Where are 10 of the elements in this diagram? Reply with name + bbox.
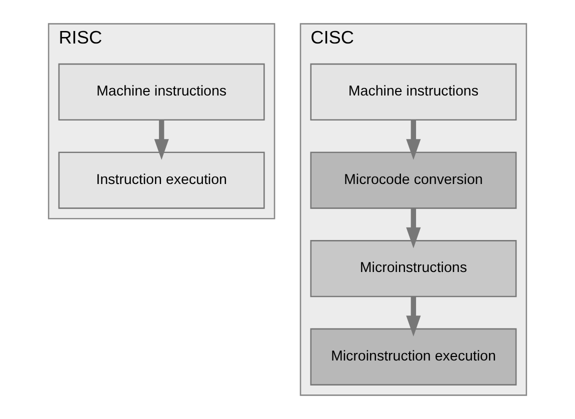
node-box: Microinstruction execution bbox=[310, 328, 517, 386]
arrow bbox=[154, 120, 169, 160]
node-box: Microinstructions bbox=[310, 240, 517, 298]
arrow bbox=[406, 296, 421, 337]
node-box: Machine instructions bbox=[58, 63, 265, 121]
arrow bbox=[406, 120, 421, 160]
node-box: Microcode conversion bbox=[310, 152, 517, 209]
node-box: Machine instructions bbox=[310, 63, 517, 121]
node-box: Instruction execution bbox=[58, 152, 265, 209]
arrow bbox=[406, 208, 421, 248]
